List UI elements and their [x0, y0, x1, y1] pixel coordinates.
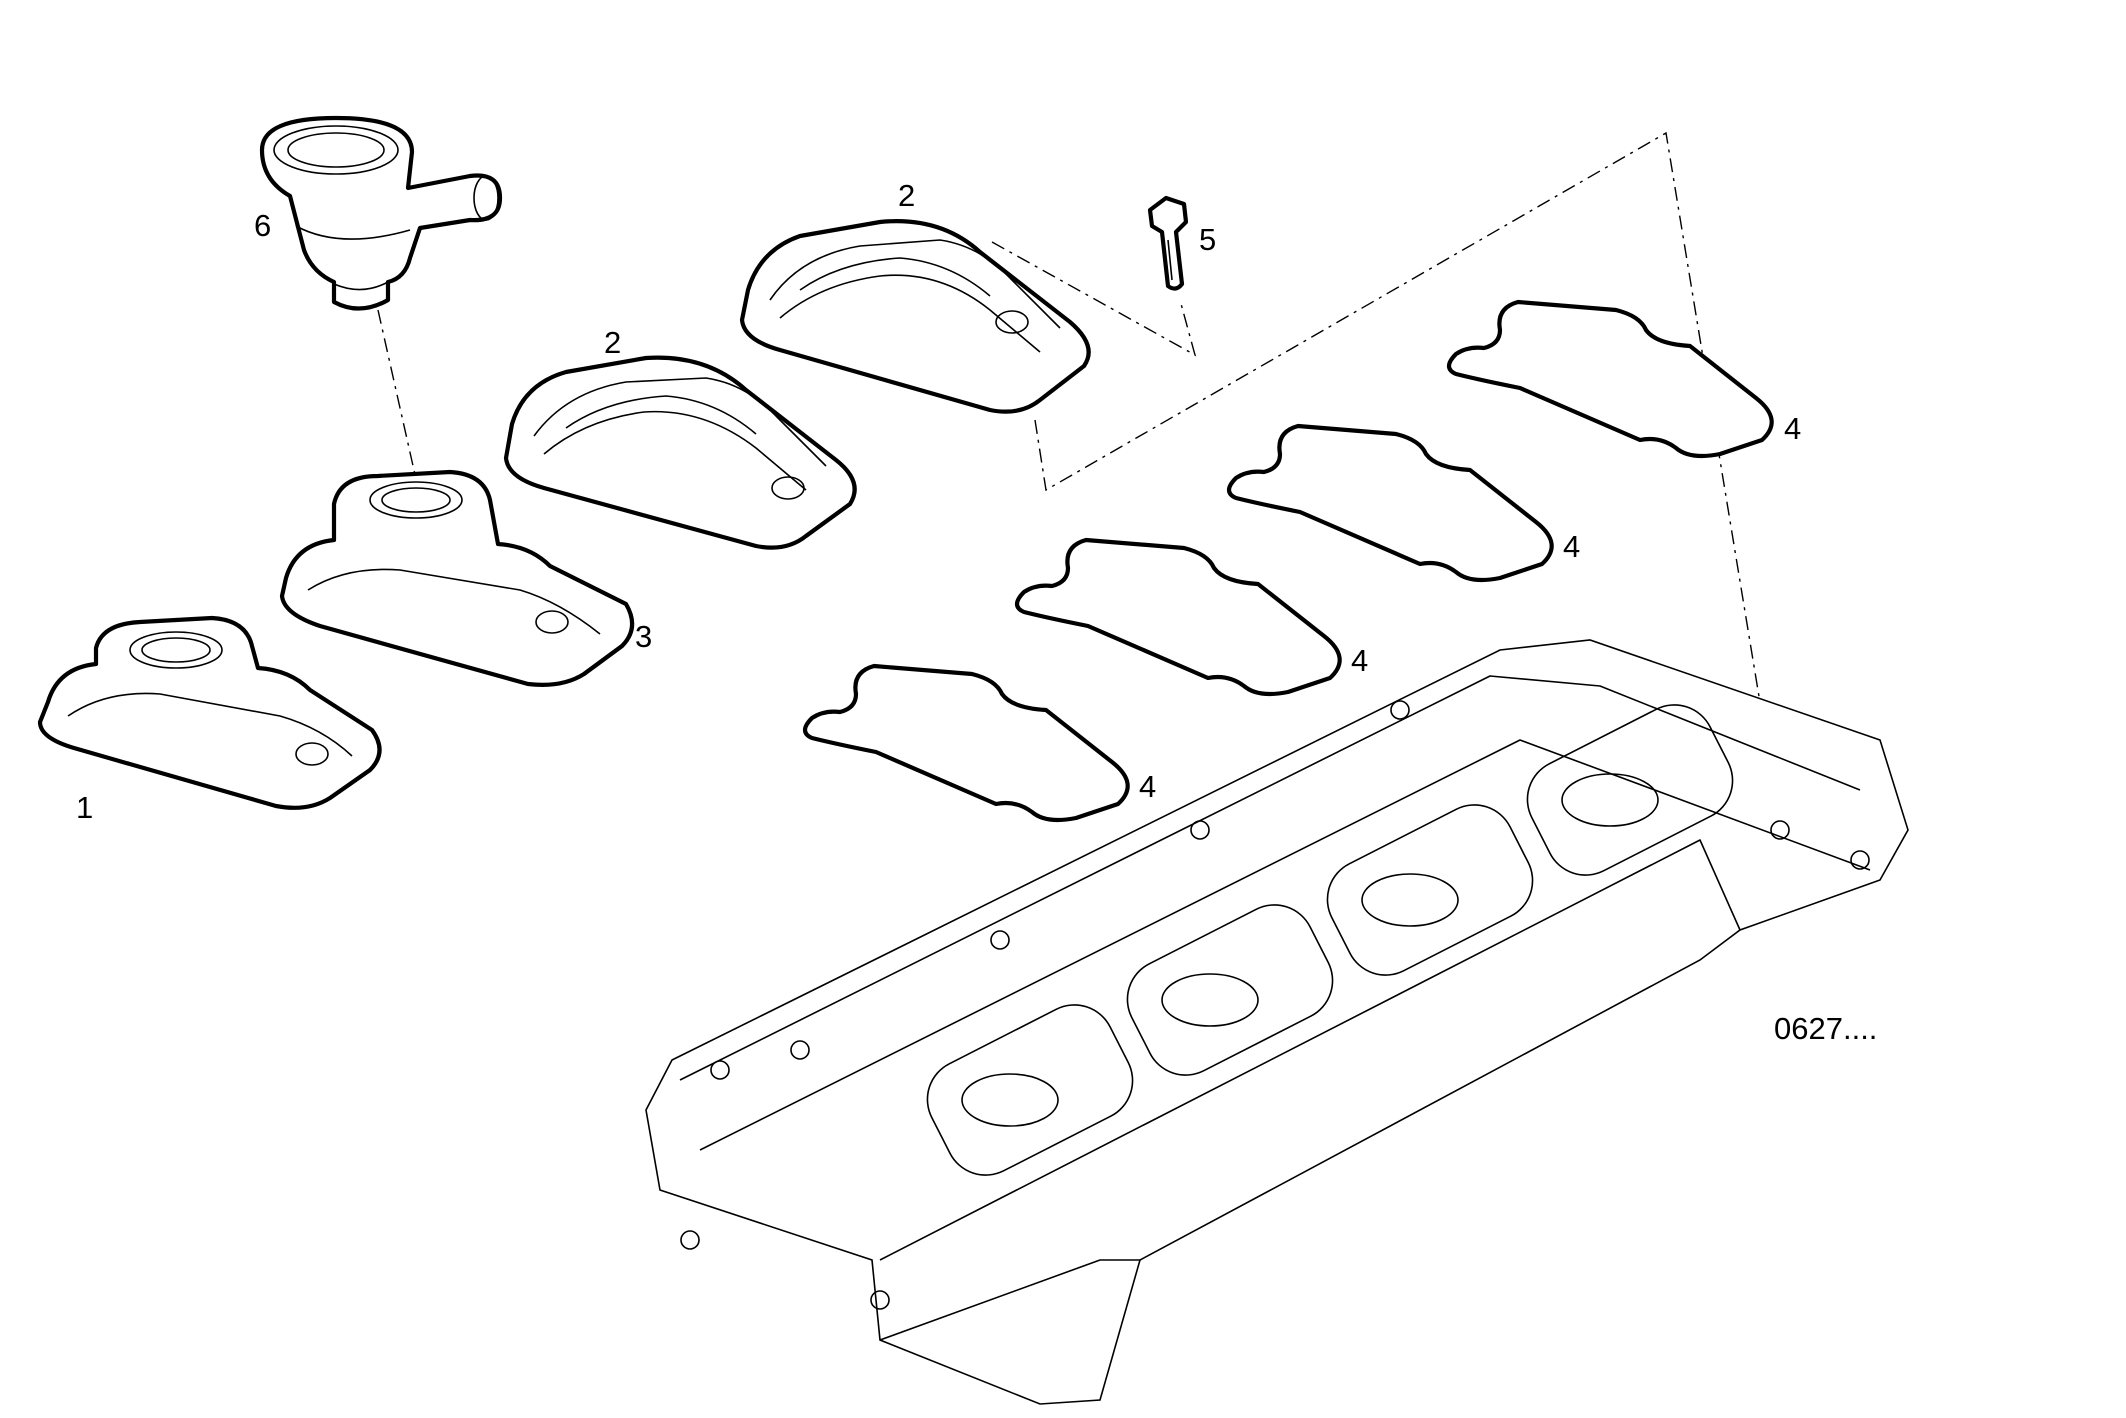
part-breather	[259, 115, 503, 311]
callout-6: 6	[254, 208, 272, 243]
callout-4-b: 4	[1563, 529, 1581, 564]
gasket-4	[802, 663, 1130, 823]
part-cover-filler-1	[37, 615, 382, 810]
part-cover-upper	[739, 219, 1091, 414]
part-cylinder-head	[645, 639, 1909, 1405]
assembly-line-gasket	[1034, 131, 1787, 861]
callout-4-d: 4	[1139, 769, 1157, 804]
callout-1: 1	[76, 790, 94, 825]
assembly-line-screw	[991, 241, 1197, 357]
callout-2-lower: 2	[604, 325, 622, 360]
reference-code: 0627....	[1774, 1011, 1878, 1046]
callout-4-c: 4	[1351, 643, 1369, 678]
callout-2-upper: 2	[898, 178, 916, 213]
assembly-line-breather	[377, 309, 419, 489]
part-cover-filler-3	[279, 469, 635, 687]
part-screw	[1147, 195, 1189, 291]
callout-5: 5	[1199, 222, 1217, 257]
gasket-2	[1226, 423, 1554, 583]
gasket-3	[1014, 537, 1342, 697]
assembly-lines	[377, 131, 1787, 861]
part-gaskets	[802, 299, 1774, 823]
callout-3: 3	[635, 619, 653, 654]
gasket-1	[1446, 299, 1774, 459]
callout-4-a: 4	[1784, 411, 1802, 446]
part-cover-lower	[503, 355, 857, 550]
